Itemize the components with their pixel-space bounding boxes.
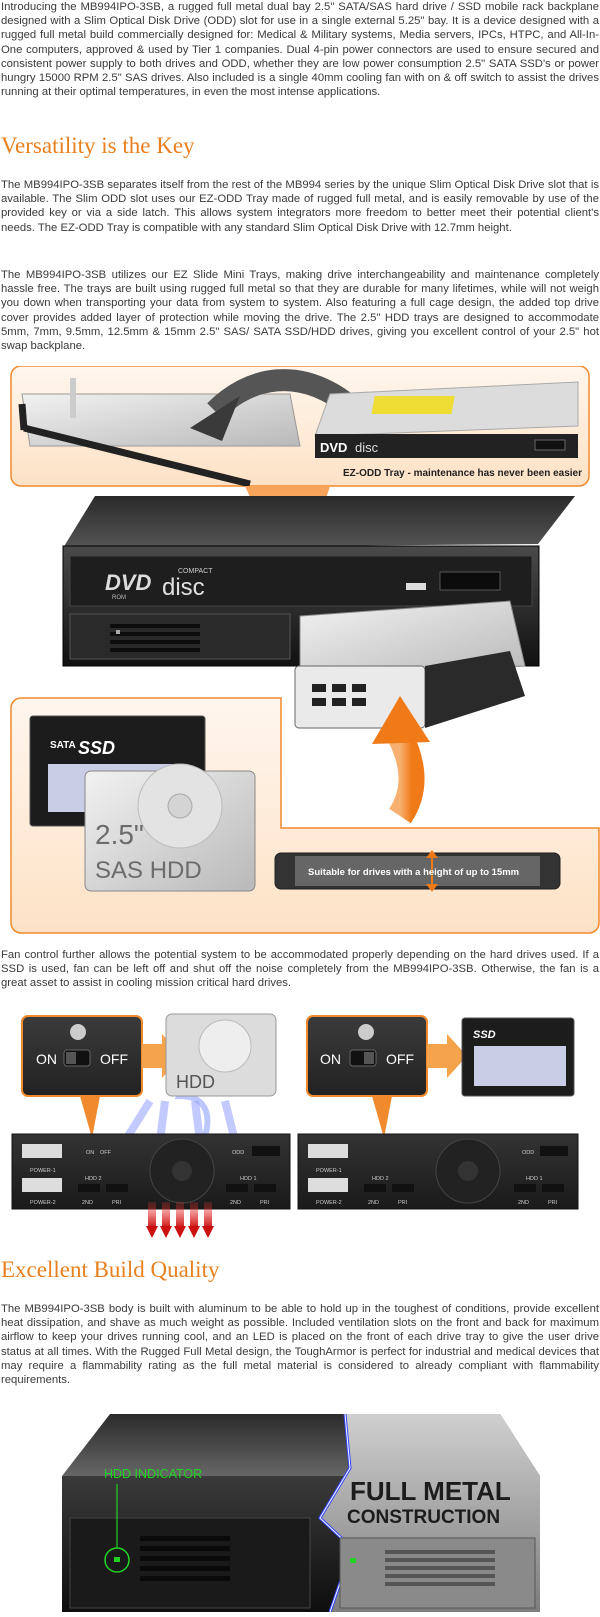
switch-off-left: OFF (100, 1150, 112, 1156)
hdd-size-label: 2.5" (95, 819, 144, 850)
odd-disc-logo: disc (355, 440, 379, 455)
odd-label-left: ODD (232, 1150, 244, 1156)
full-metal-illustration: HDD INDICATOR FULL METAL CONSTRUCTION (62, 1413, 540, 1613)
versatility-body-2: The MB994IPO-3SB utilizes our EZ Slide M… (0, 268, 600, 353)
odd-tray-caption: EZ-ODD Tray - maintenance has never been… (343, 468, 582, 479)
compact-label: COMPACT (178, 568, 213, 575)
dvd-rom-label: ROM (112, 595, 126, 601)
port-2nd-left-a: 2ND (82, 1200, 93, 1206)
sata-label: SATA (50, 740, 76, 751)
sas-hdd-drive: 2.5" SAS HDD (84, 763, 256, 892)
fan-section: Fan control further allows the potential… (0, 948, 600, 991)
port-pri-right-b: PRI (548, 1200, 558, 1206)
off-label-right: OFF (386, 1051, 414, 1067)
slim-optical-drive: DVD disc (314, 381, 579, 458)
on-label-right: ON (320, 1051, 341, 1067)
build-heading: Excellent Build Quality (1, 1257, 220, 1282)
port-pri-right-a: PRI (398, 1200, 408, 1206)
dvd-logo: DVD (105, 570, 152, 595)
versatility-paragraph-2: The MB994IPO-3SB utilizes our EZ Slide M… (1, 269, 599, 353)
slide-out-tray (294, 600, 526, 729)
power1-label-right: POWER-1 (316, 1168, 342, 1174)
construction-label: CONSTRUCTION (347, 1507, 500, 1528)
airflow-arrows-icon (148, 1202, 212, 1228)
build-figure: HDD INDICATOR FULL METAL CONSTRUCTION (0, 1408, 600, 1613)
switch-on-left: ON (86, 1150, 94, 1156)
hdd-label: HDD (176, 1072, 215, 1092)
port-2nd-right-a: 2ND (368, 1200, 379, 1206)
intro-paragraph: Introducing the MB994IPO-3SB, a rugged f… (1, 1, 599, 99)
port-pri-left-b: PRI (260, 1200, 270, 1206)
product-figure-odd-trays: DVD disc EZ-ODD Tray - maintenance has n… (0, 365, 600, 938)
build-section: Excellent Build Quality (0, 1257, 600, 1283)
power1-label-left: POWER-1 (30, 1168, 56, 1174)
build-body: The MB994IPO-3SB body is built with alum… (0, 1302, 600, 1387)
fan-on-unit: ON OFF HDD POWER-1 POWER-2 ON OFF HDD 2 … (11, 1013, 291, 1238)
odd-dvd-logo: DVD (320, 440, 347, 455)
power2-label-right: POWER-2 (316, 1200, 342, 1206)
versatility-section: Versatility is the Key (0, 133, 600, 159)
drive-bay-right (339, 1537, 536, 1609)
ssd-label: SSD (78, 738, 115, 758)
versatility-paragraph-1: The MB994IPO-3SB separates itself from t… (1, 179, 599, 234)
port-2nd-left-b: 2ND (230, 1200, 241, 1206)
sas-hdd-label: SAS HDD (95, 857, 202, 884)
versatility-heading: Versatility is the Key (1, 133, 195, 158)
hdd-led-icon (114, 1557, 120, 1562)
versatility-body: The MB994IPO-3SB separates itself from t… (0, 178, 600, 235)
product-illustration: DVD disc EZ-ODD Tray - maintenance has n… (10, 365, 600, 934)
fan-off-unit: ON OFF SSD POWER-1 POWER-2 HDD 2 2ND PRI… (297, 1015, 579, 1210)
ssd-label-fan: SSD (473, 1029, 496, 1041)
port-pri-left-a: PRI (112, 1200, 122, 1206)
build-paragraph: The MB994IPO-3SB body is built with alum… (1, 1303, 599, 1387)
fan-switch-illustration: ON OFF HDD POWER-1 POWER-2 ON OFF HDD 2 … (11, 1013, 579, 1238)
power2-label-left: POWER-2 (30, 1200, 56, 1206)
drive-side-profile: Suitable for drives with a height of up … (274, 850, 561, 892)
arrow-up-icon (388, 730, 425, 824)
hdd1-label-right: HDD 1 (526, 1176, 543, 1182)
full-metal-label: FULL METAL (350, 1476, 511, 1506)
on-label-left: ON (36, 1051, 57, 1067)
fan-switch-figure: ON OFF HDD POWER-1 POWER-2 ON OFF HDD 2 … (0, 1006, 600, 1240)
hdd-indicator-label: HDD INDICATOR (104, 1467, 202, 1481)
intro-section: Introducing the MB994IPO-3SB, a rugged f… (0, 0, 600, 99)
odd-label-right: ODD (522, 1150, 534, 1156)
drive-height-caption: Suitable for drives with a height of up … (308, 867, 519, 878)
hdd2-label-right: HDD 2 (372, 1176, 389, 1182)
hdd2-label-left: HDD 2 (85, 1176, 102, 1182)
off-label-left: OFF (100, 1051, 128, 1067)
port-2nd-right-b: 2ND (518, 1200, 529, 1206)
hdd1-label-left: HDD 1 (240, 1176, 257, 1182)
disc-logo: disc (162, 574, 205, 601)
fan-paragraph: Fan control further allows the potential… (1, 949, 599, 990)
drive-bay-left (69, 1517, 311, 1609)
